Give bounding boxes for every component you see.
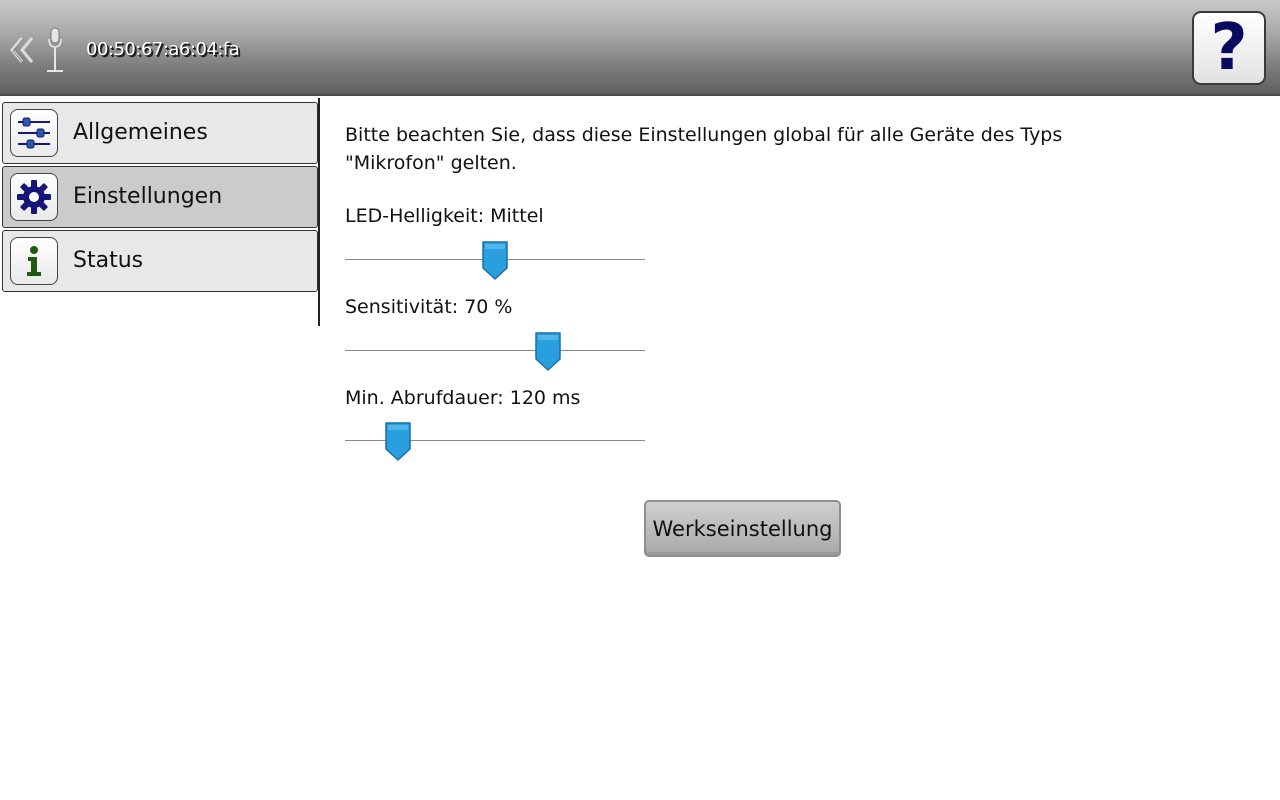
sidebar-item-label: Allgemeines (73, 120, 208, 145)
info-icon (10, 237, 58, 285)
led-brightness-label: LED-Helligkeit: Mittel (345, 205, 544, 227)
back-button[interactable] (8, 34, 36, 66)
sidebar-item-label: Einstellungen (73, 184, 223, 209)
gear-icon (10, 173, 58, 221)
double-chevron-left-icon (10, 37, 34, 64)
sensitivity-slider[interactable] (345, 330, 645, 374)
sidebar-divider (318, 98, 320, 326)
device-address: 00:50:67:a6:04:fa (86, 39, 240, 60)
header-bar: 00:50:67:a6:04:fa ? (0, 0, 1280, 96)
global-settings-notice: Bitte beachten Sie, dass diese Einstellu… (345, 124, 1063, 174)
slider-track (345, 440, 645, 441)
factory-reset-button[interactable]: Werkseinstellung (644, 500, 841, 557)
min-poll-duration-slider[interactable] (345, 420, 645, 464)
sidebar-item-allgemeines[interactable]: Allgemeines (2, 102, 318, 164)
sidebar-item-einstellungen[interactable]: Einstellungen (2, 166, 318, 228)
slider-thumb[interactable] (533, 330, 563, 372)
sensitivity-label: Sensitivität: 70 % (345, 296, 513, 318)
sidebar-item-status[interactable]: Status (2, 230, 318, 292)
help-button[interactable]: ? (1192, 11, 1266, 85)
sidebar-item-label: Status (73, 248, 144, 273)
sliders-icon (10, 109, 58, 157)
min-poll-duration-label: Min. Abrufdauer: 120 ms (345, 387, 581, 409)
slider-thumb[interactable] (383, 420, 413, 462)
led-brightness-slider[interactable] (345, 239, 645, 283)
slider-thumb[interactable] (480, 239, 510, 281)
microphone-icon (47, 27, 63, 72)
slider-track (345, 350, 645, 351)
